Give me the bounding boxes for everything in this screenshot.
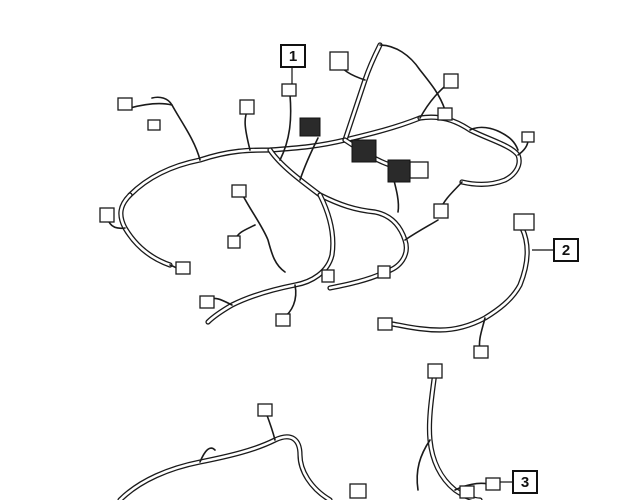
callout-label: 1: [288, 47, 298, 65]
connector: [231, 184, 247, 198]
callout-label: 3: [520, 473, 530, 491]
connector: [99, 207, 115, 223]
connector: [473, 345, 489, 359]
connector: [427, 363, 443, 379]
connector: [349, 483, 367, 499]
lower-harness: [117, 363, 512, 500]
connector: [459, 485, 475, 499]
sensor-jumper-harness: [377, 213, 553, 359]
connector: [443, 73, 459, 89]
harness-trunk: [118, 42, 522, 325]
connector: [199, 295, 215, 309]
connector: [329, 51, 349, 71]
connector: [377, 265, 391, 279]
connector: [281, 83, 297, 97]
main-engine-harness: [99, 42, 535, 327]
callout-3: 3: [512, 470, 538, 494]
connector: [485, 477, 501, 491]
junction-block: [351, 139, 377, 163]
connector: [521, 131, 535, 143]
junction-block: [387, 159, 411, 183]
callout-label: 2: [561, 241, 571, 259]
connector: [275, 313, 291, 327]
connector: [433, 203, 449, 219]
connector: [175, 261, 191, 275]
callout-2: 2: [553, 238, 579, 262]
harness-connectors: [99, 51, 535, 327]
connector: [513, 213, 535, 231]
connector: [321, 269, 335, 283]
callout-1: 1: [280, 44, 306, 68]
connector: [239, 99, 255, 115]
connector: [377, 317, 393, 331]
connector: [437, 107, 453, 121]
connector: [227, 235, 241, 249]
connector: [257, 403, 273, 417]
junction-block: [299, 117, 321, 137]
connector: [117, 97, 133, 111]
connector: [409, 161, 429, 179]
connector: [147, 119, 161, 131]
